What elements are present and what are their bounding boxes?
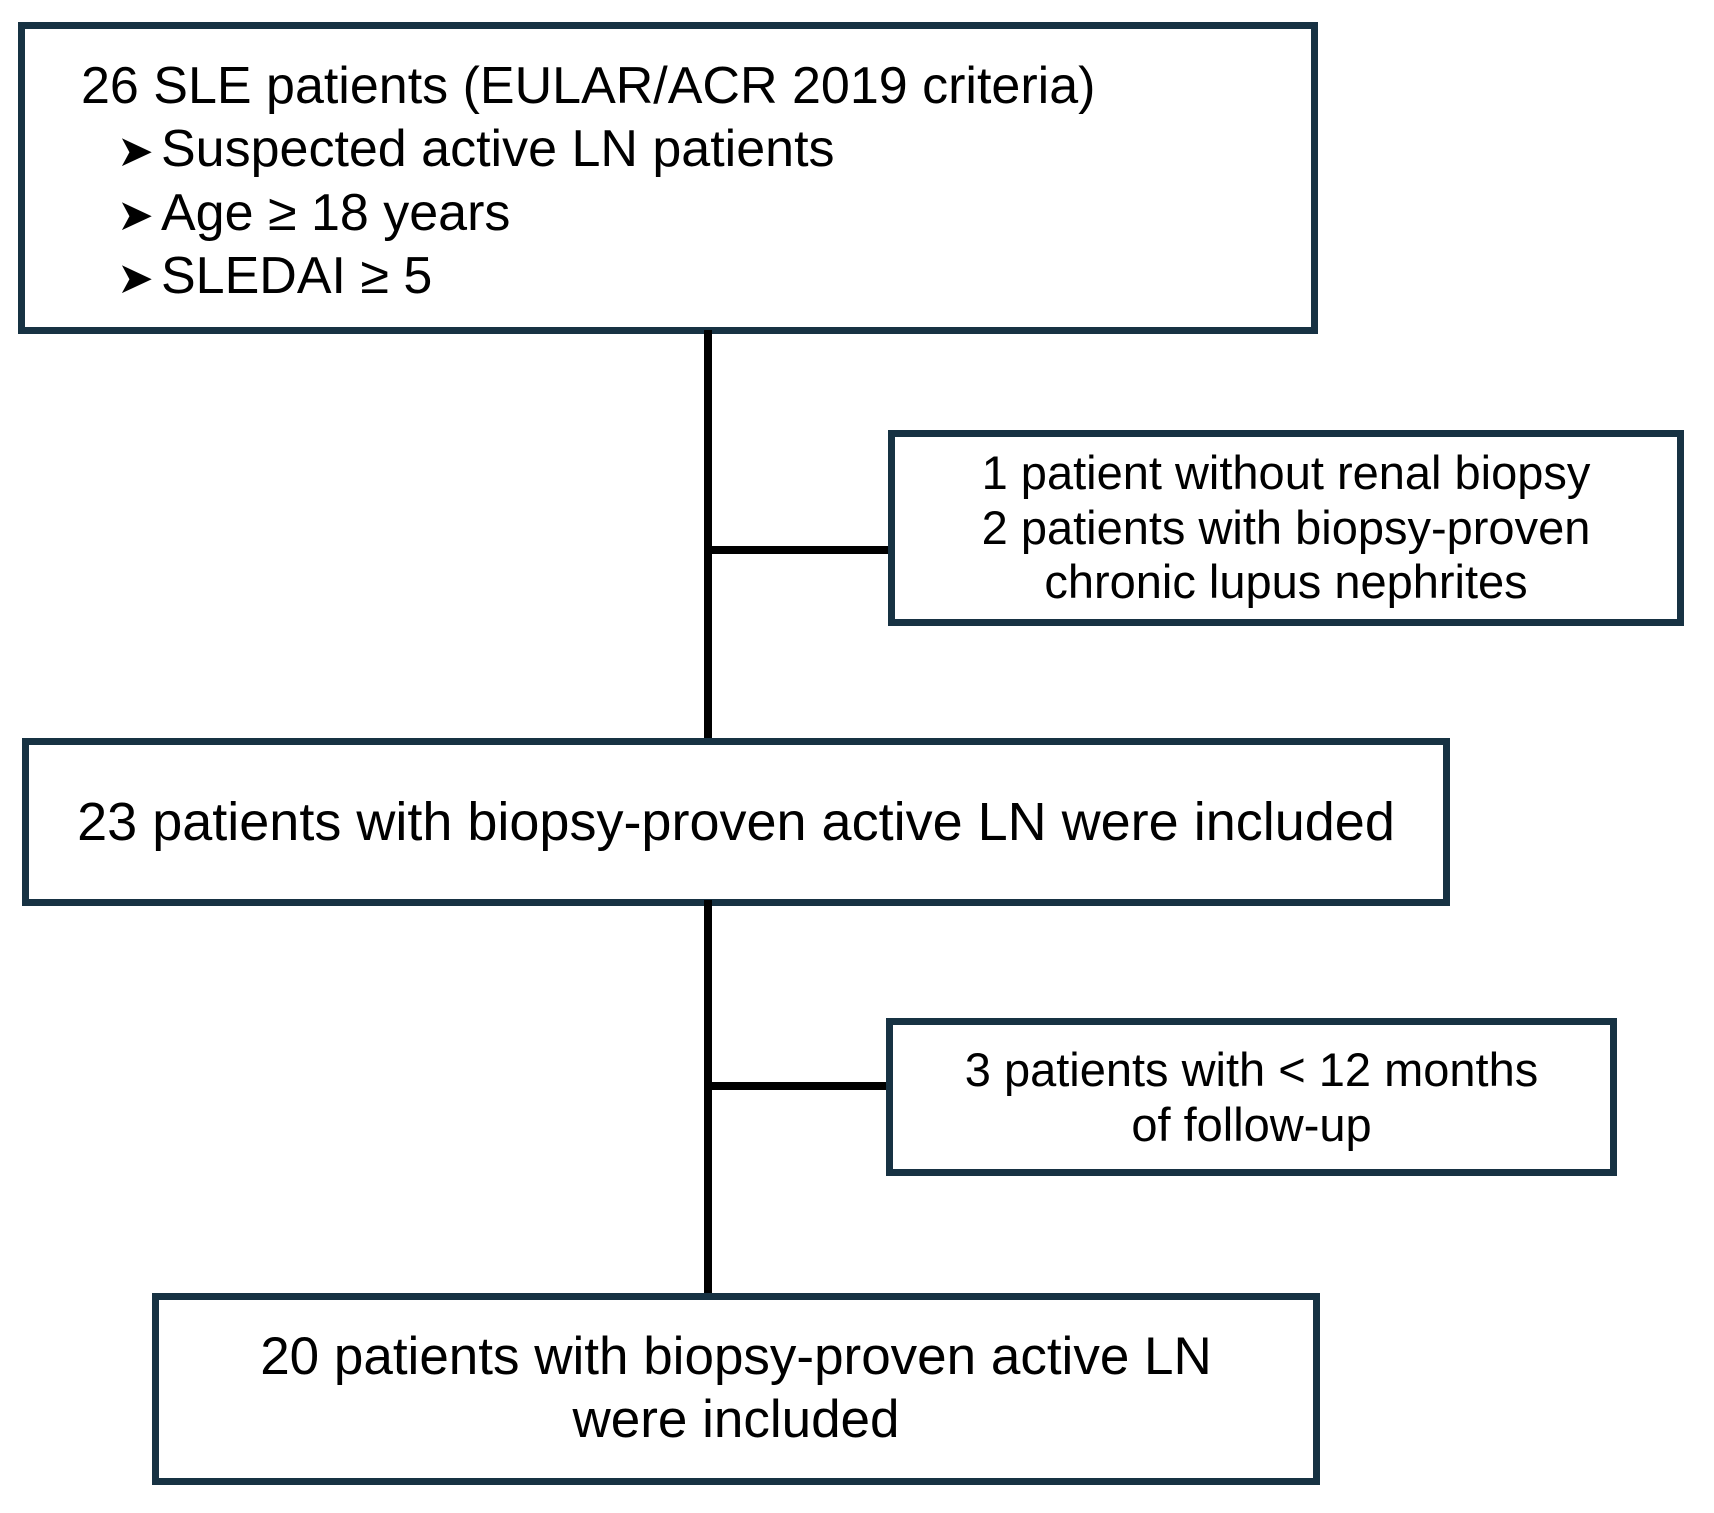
arrow-bullet-icon: ➤	[117, 190, 154, 240]
criteria-bullet-2-label: Age ≥ 18 years	[161, 183, 511, 242]
included-20-line-2: were included	[572, 1390, 900, 1449]
exclusion-2-line-1: 3 patients with < 12 months	[964, 1042, 1539, 1096]
criteria-bullet-1: ➤ Suspected active LN patients	[117, 118, 1311, 181]
connector-vertical-bottom	[704, 900, 712, 1300]
exclusion-1-line-2: 2 patients with biopsy-proven	[981, 500, 1591, 554]
arrow-bullet-icon: ➤	[117, 127, 154, 177]
arrow-bullet-icon: ➤	[117, 254, 154, 304]
exclusion-1-line-3: chronic lupus nephrites	[1044, 555, 1528, 609]
included-23-label: 23 patients with biopsy-proven active LN…	[77, 791, 1395, 852]
node-included-20: 20 patients with biopsy-proven active LN…	[152, 1293, 1320, 1485]
connector-branch-exclusion-2	[704, 1082, 892, 1090]
connector-branch-exclusion-1	[704, 546, 894, 554]
node-inclusion-criteria: 26 SLE patients (EULAR/ACR 2019 criteria…	[18, 22, 1318, 334]
node-exclusion-first: 1 patient without renal biopsy 2 patient…	[888, 430, 1684, 626]
node-included-23: 23 patients with biopsy-proven active LN…	[22, 738, 1450, 906]
exclusion-2-line-2: of follow-up	[1131, 1098, 1372, 1151]
included-20-line-1: 20 patients with biopsy-proven active LN	[260, 1327, 1212, 1387]
criteria-bullet-2: ➤ Age ≥ 18 years	[117, 182, 1311, 245]
criteria-bullet-1-label: Suspected active LN patients	[161, 120, 835, 179]
node-exclusion-second: 3 patients with < 12 months of follow-up	[886, 1018, 1617, 1176]
criteria-bullet-3-label: SLEDAI ≥ 5	[161, 247, 433, 306]
criteria-bullet-3: ➤ SLEDAI ≥ 5	[117, 245, 1311, 308]
criteria-heading: 26 SLE patients (EULAR/ACR 2019 criteria…	[81, 57, 1096, 115]
connector-vertical-top	[704, 330, 712, 744]
exclusion-1-line-1: 1 patient without renal biopsy	[981, 445, 1591, 499]
